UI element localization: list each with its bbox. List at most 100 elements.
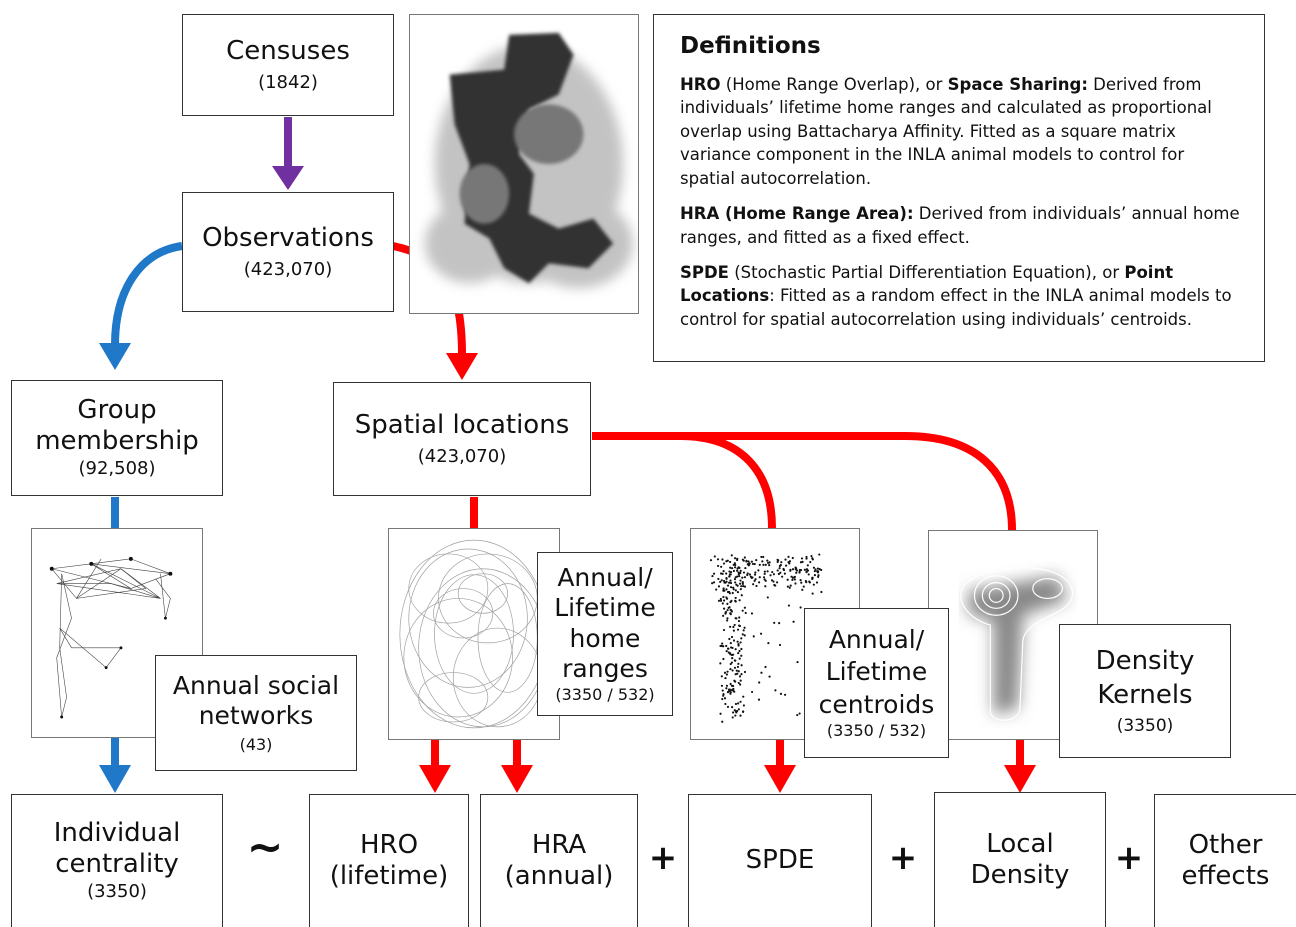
centroid-point	[768, 564, 771, 567]
centroid-point	[733, 709, 736, 712]
centroid-point	[726, 602, 729, 605]
centroid-point	[791, 576, 795, 579]
centroid-point	[732, 625, 735, 629]
centroid-point	[733, 690, 736, 693]
centroid-point	[737, 670, 740, 673]
group-membership-box: Group membership (92,508)	[11, 380, 223, 496]
local-density-label: Local Density	[970, 828, 1070, 890]
centroid-point	[751, 576, 754, 579]
centroid-point	[779, 692, 783, 695]
density-kernels-label: Density Kernels	[1095, 646, 1195, 710]
centroid-point	[723, 697, 727, 700]
centroid-point	[812, 583, 815, 586]
centroid-point	[734, 599, 737, 602]
centroid-point	[711, 582, 714, 585]
centroid-point	[736, 569, 739, 572]
centroid-point	[739, 588, 742, 591]
home-ranges-box: Annual/ Lifetime home ranges (3350 / 532…	[537, 552, 673, 716]
centroid-point	[725, 673, 728, 676]
centroid-point	[764, 665, 767, 669]
centroid-point	[739, 641, 742, 644]
centroid-point	[733, 623, 736, 626]
centroid-point	[729, 625, 732, 628]
centroid-point	[752, 635, 755, 638]
home-ranges-label: Annual/ Lifetime home ranges	[554, 562, 656, 684]
centroid-point	[722, 694, 725, 697]
centroid-point	[771, 570, 774, 574]
centroid-point	[763, 570, 766, 573]
centroid-point	[791, 578, 794, 581]
centroid-point	[757, 698, 761, 701]
centroid-point	[816, 567, 819, 570]
centroid-point	[786, 578, 789, 581]
centroid-point	[808, 581, 811, 584]
definitions-title: Definitions	[680, 33, 821, 59]
centroid-point	[769, 574, 772, 577]
centroid-point	[729, 667, 732, 671]
centroid-point	[728, 573, 732, 576]
centroid-point	[813, 574, 817, 577]
centroid-point	[763, 572, 766, 576]
home-ranges-image	[388, 528, 560, 740]
centroid-point	[729, 612, 732, 615]
centroid-point	[728, 570, 731, 573]
centroid-point	[737, 573, 740, 576]
centroid-point	[766, 596, 769, 599]
centroid-point	[711, 575, 714, 578]
centroid-point	[780, 561, 783, 564]
centroid-point	[791, 556, 794, 560]
centroid-point	[739, 700, 742, 703]
centroid-point	[726, 619, 729, 622]
centroid-point	[729, 691, 732, 694]
centroid-point	[760, 555, 763, 559]
definition-spde: SPDE (Stochastic Partial Differentiation…	[680, 261, 1242, 331]
definition-hro: HRO (Home Range Overlap), or Space Shari…	[680, 73, 1242, 190]
centroid-point	[750, 560, 753, 563]
centroid-point	[805, 555, 808, 559]
centroid-point	[726, 670, 729, 673]
centroid-point	[726, 617, 729, 620]
home-ranges-count: (3350 / 532)	[555, 684, 655, 704]
centroid-point	[723, 607, 726, 610]
centroid-point	[738, 575, 741, 578]
centroid-point	[709, 559, 713, 562]
spatial-locations-box: Spatial locations (423,070)	[333, 382, 591, 496]
centroid-point	[794, 582, 797, 585]
centroid-point	[760, 671, 763, 674]
centroid-point	[738, 599, 741, 602]
hro-label: HRO (lifetime)	[329, 829, 449, 891]
centroid-point	[742, 571, 746, 574]
centroid-point	[791, 568, 795, 571]
centroid-point	[732, 639, 736, 642]
centroid-point	[752, 583, 755, 586]
centroid-point	[722, 645, 725, 648]
centroid-point	[721, 602, 724, 605]
centroid-point	[723, 599, 726, 602]
centroid-point	[742, 704, 745, 707]
centroid-point	[794, 568, 797, 571]
arrow-to-spde	[764, 740, 796, 793]
centroid-point	[766, 570, 769, 573]
centroid-point	[809, 560, 812, 564]
centroid-point	[721, 689, 724, 692]
centroid-point	[763, 578, 766, 581]
centroid-point	[722, 570, 725, 573]
centroid-point	[733, 566, 737, 569]
centroid-point	[811, 576, 814, 579]
centroid-point	[738, 657, 741, 660]
centroid-point	[807, 573, 810, 576]
centroid-point	[721, 558, 724, 561]
centroid-point	[817, 570, 820, 573]
centroid-point	[820, 568, 823, 572]
arrow-to-local-density	[1004, 740, 1036, 793]
centroid-point	[744, 611, 747, 615]
centroid-point	[741, 581, 744, 584]
centroid-point	[773, 621, 776, 624]
centroid-point	[736, 665, 740, 668]
centroid-point	[730, 661, 733, 664]
centroid-point	[743, 626, 746, 629]
other-effects-label: Other effects	[1181, 829, 1270, 891]
centroid-point	[767, 642, 770, 645]
centroid-point	[750, 612, 754, 615]
